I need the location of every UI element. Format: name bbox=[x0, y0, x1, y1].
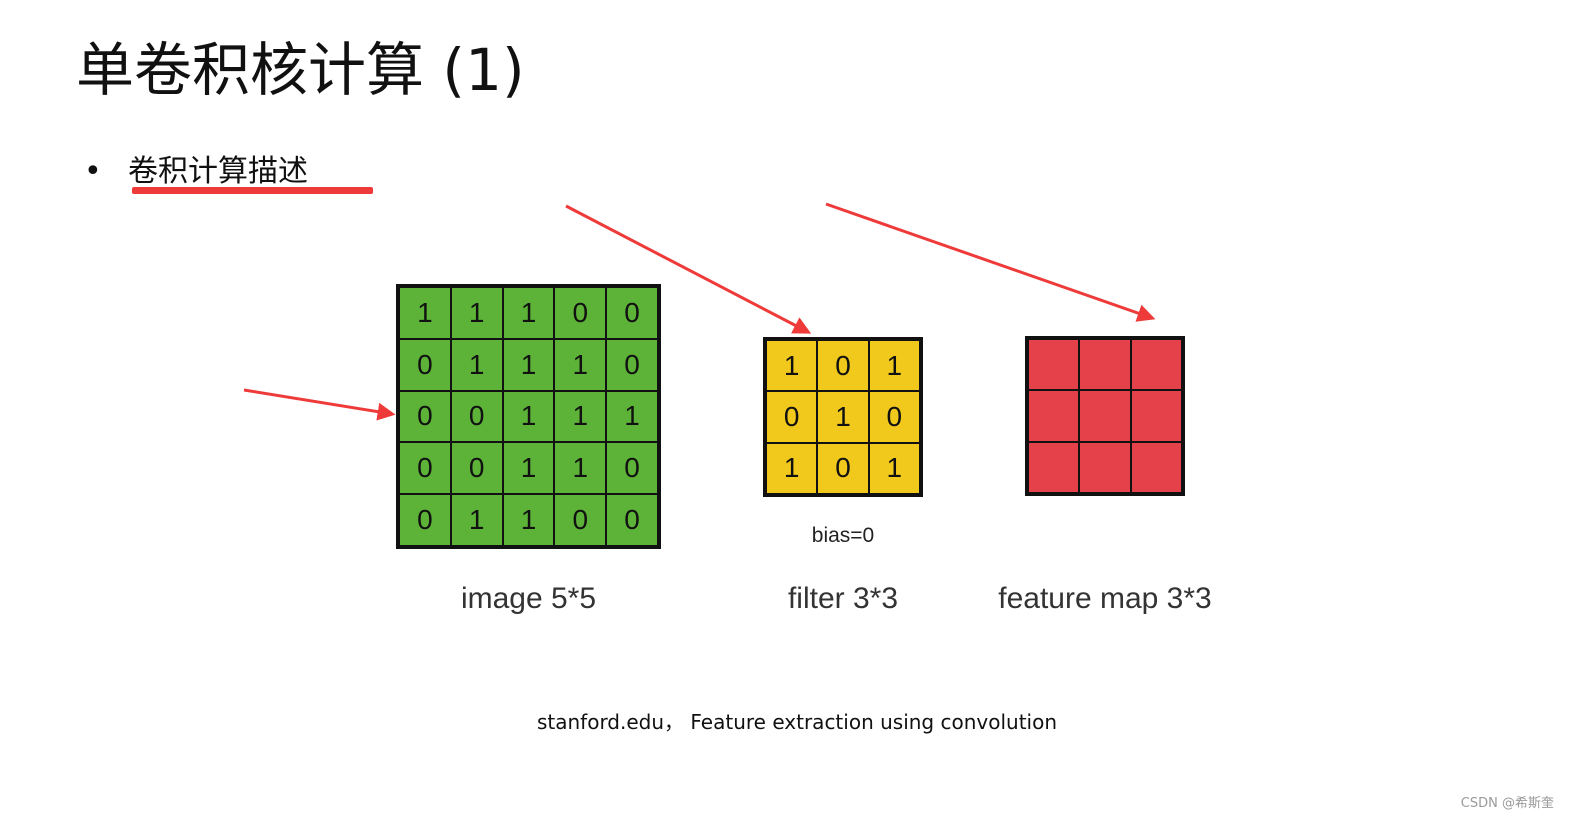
image-cell: 0 bbox=[606, 494, 658, 546]
feature-map-cell bbox=[1079, 339, 1131, 391]
bias-label: bias=0 bbox=[811, 524, 875, 547]
image-cell: 1 bbox=[502, 494, 555, 546]
image-cell: 0 bbox=[606, 338, 658, 391]
image-cell: 0 bbox=[554, 287, 607, 339]
image-cell: 1 bbox=[502, 390, 555, 443]
image-cell: 0 bbox=[606, 287, 658, 339]
image-cell: 0 bbox=[399, 390, 451, 443]
filter-cell: 1 bbox=[868, 340, 920, 392]
feature-map-cell bbox=[1028, 390, 1080, 442]
feature-map-cell bbox=[1079, 390, 1131, 442]
filter-cell: 1 bbox=[766, 340, 818, 392]
bullet-item: • 卷积计算描述 bbox=[84, 150, 308, 194]
filter-caption: filter 3*3 bbox=[787, 582, 899, 615]
filter-cell: 1 bbox=[868, 442, 920, 494]
filter-cell: 1 bbox=[766, 442, 818, 494]
filter-cell: 1 bbox=[817, 391, 869, 443]
feature-map-caption: feature map 3*3 bbox=[998, 582, 1212, 615]
image-cell: 0 bbox=[450, 442, 503, 495]
source-citation: stanford.edu， Feature extraction using c… bbox=[536, 710, 1058, 734]
image-cell: 1 bbox=[450, 287, 503, 339]
image-cell: 0 bbox=[554, 494, 607, 546]
watermark: CSDN @希斯奎 bbox=[1460, 796, 1554, 811]
image-cell: 1 bbox=[554, 442, 607, 495]
image-cell: 1 bbox=[502, 442, 555, 495]
image-cell: 1 bbox=[450, 494, 503, 546]
image-cell: 0 bbox=[606, 442, 658, 495]
red-underline-annotation bbox=[132, 187, 373, 194]
feature-map-cell bbox=[1028, 339, 1080, 391]
filter-cell: 0 bbox=[817, 340, 869, 392]
image-cell: 1 bbox=[502, 338, 555, 391]
image-cell: 1 bbox=[502, 287, 555, 339]
image-cell: 0 bbox=[450, 390, 503, 443]
image-cell: 0 bbox=[399, 338, 451, 391]
image-cell: 1 bbox=[554, 390, 607, 443]
image-caption: image 5*5 bbox=[460, 582, 597, 615]
feature-map-cell bbox=[1130, 339, 1182, 391]
feature-map-cell bbox=[1028, 441, 1080, 493]
image-cell: 1 bbox=[450, 338, 503, 391]
filter-cell: 0 bbox=[817, 442, 869, 494]
image-cell: 1 bbox=[606, 390, 658, 443]
filter-cell: 0 bbox=[868, 391, 920, 443]
image-cell: 0 bbox=[399, 494, 451, 546]
bullet-marker: • bbox=[84, 154, 102, 189]
feature-map-matrix bbox=[1025, 336, 1185, 496]
feature-map-cell bbox=[1130, 441, 1182, 493]
slide-title: 单卷积核计算 (1) bbox=[76, 36, 525, 104]
arrow-to-feature-map bbox=[825, 202, 1156, 322]
image-cell: 1 bbox=[399, 287, 451, 339]
feature-map-cell bbox=[1130, 390, 1182, 442]
image-cell: 1 bbox=[554, 338, 607, 391]
filter-cell: 0 bbox=[766, 391, 818, 443]
arrow-to-image bbox=[243, 388, 396, 421]
feature-map-cell bbox=[1079, 441, 1131, 493]
image-cell: 0 bbox=[399, 442, 451, 495]
bullet-text: 卷积计算描述 bbox=[128, 154, 308, 189]
